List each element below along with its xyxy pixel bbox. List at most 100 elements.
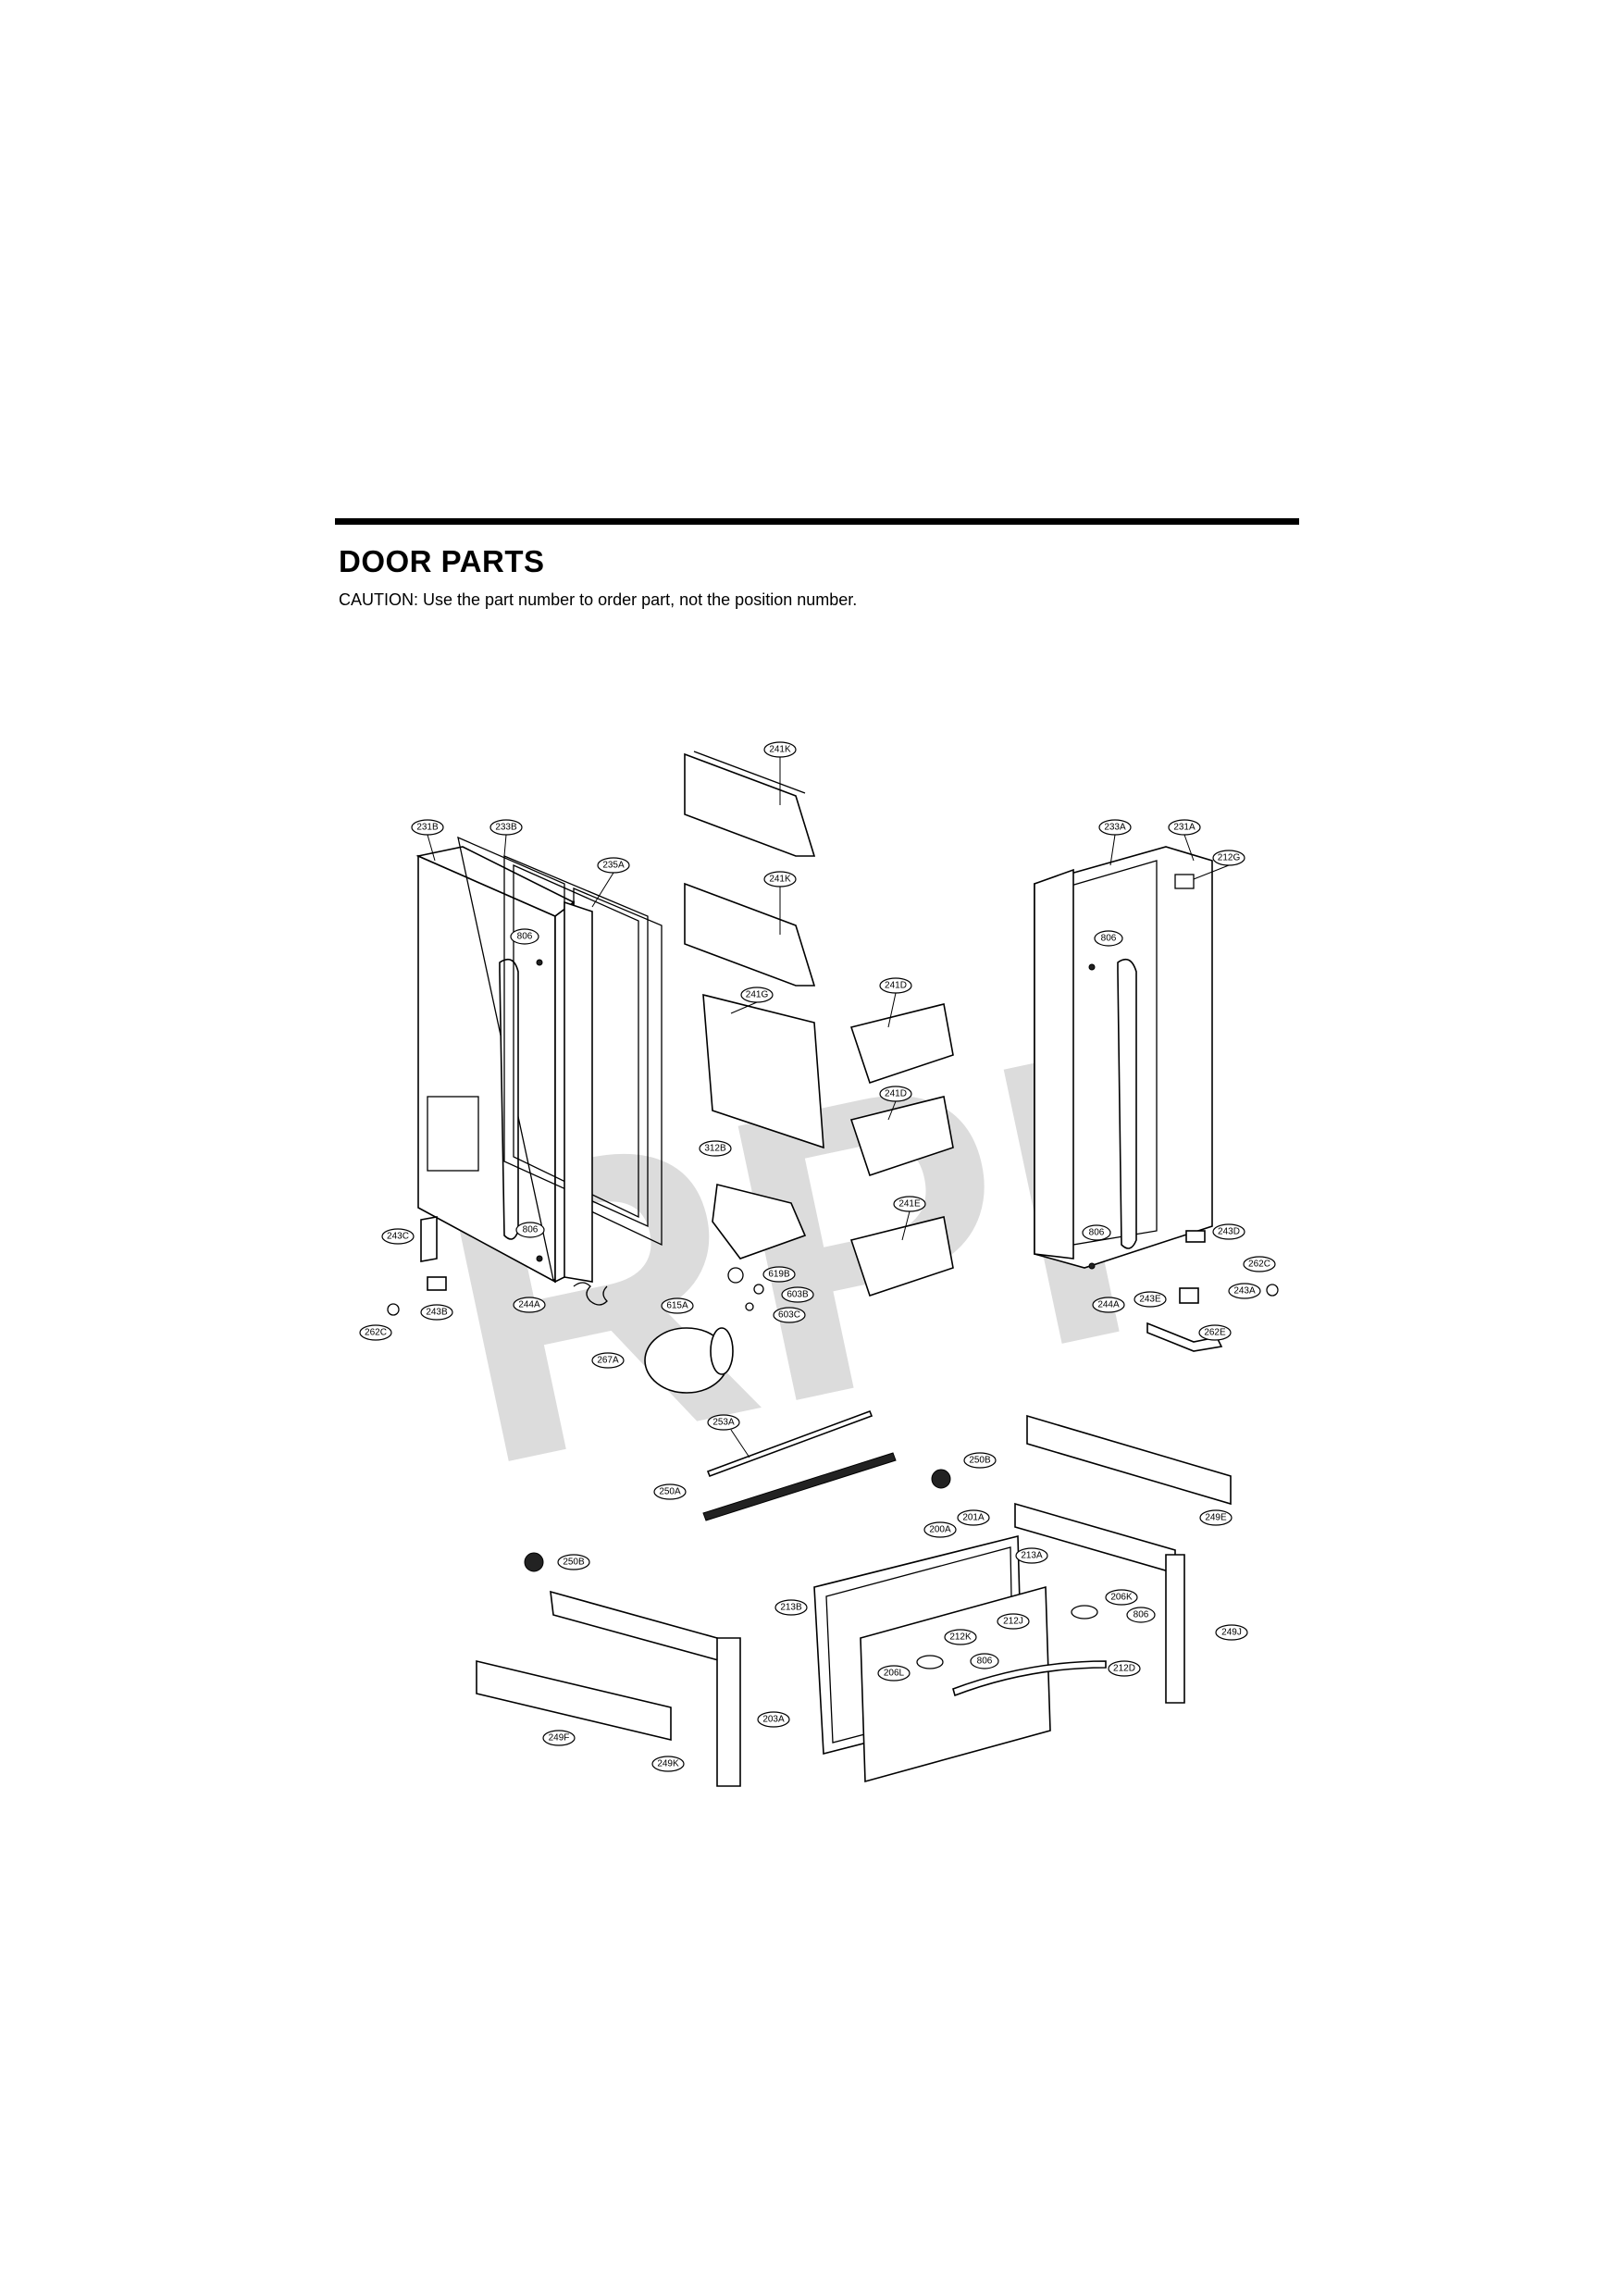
svg-text:241D: 241D <box>885 1089 907 1099</box>
svg-text:241K: 241K <box>769 745 791 755</box>
callout-243C: 243C <box>381 1228 415 1245</box>
svg-text:806: 806 <box>977 1657 993 1667</box>
callout-619B: 619B <box>762 1266 796 1283</box>
drawer-rails <box>524 1409 1232 1572</box>
callout-241E: 241E <box>893 1196 926 1212</box>
svg-text:250A: 250A <box>659 1487 681 1497</box>
callout-615A: 615A <box>661 1297 694 1314</box>
callout-603C: 603C <box>773 1307 806 1323</box>
svg-text:243A: 243A <box>1233 1286 1256 1297</box>
svg-text:806: 806 <box>517 932 533 942</box>
callout-213B: 213B <box>774 1599 808 1616</box>
svg-text:243D: 243D <box>1218 1227 1240 1237</box>
callout-241G: 241G <box>740 987 774 1003</box>
svg-text:250B: 250B <box>969 1456 991 1466</box>
left-hinge-parts <box>387 1216 608 1316</box>
callout-241D-1: 241D <box>879 977 912 994</box>
svg-text:250B: 250B <box>563 1558 585 1568</box>
callout-250B-2: 250B <box>557 1554 590 1570</box>
svg-text:235A: 235A <box>602 861 625 871</box>
svg-text:262C: 262C <box>365 1328 387 1338</box>
callout-212J: 212J <box>997 1613 1030 1630</box>
svg-text:213A: 213A <box>1021 1551 1043 1561</box>
svg-text:213B: 213B <box>780 1603 802 1613</box>
svg-text:806: 806 <box>523 1225 539 1235</box>
svg-text:241K: 241K <box>769 875 791 885</box>
svg-text:206L: 206L <box>884 1669 905 1679</box>
callout-267A: 267A <box>591 1352 625 1369</box>
svg-text:201A: 201A <box>962 1513 985 1523</box>
svg-text:241E: 241E <box>898 1199 921 1210</box>
callout-249E: 249E <box>1199 1509 1233 1526</box>
callout-233B: 233B <box>489 819 523 836</box>
right-door <box>1034 846 1213 1270</box>
svg-text:603B: 603B <box>787 1290 809 1300</box>
callout-262C-2: 262C <box>1243 1256 1276 1272</box>
callout-806-5: 806 <box>1126 1607 1156 1623</box>
svg-text:249E: 249E <box>1205 1513 1227 1523</box>
callout-806-4: 806 <box>1082 1224 1111 1241</box>
callout-241D-2: 241D <box>879 1086 912 1102</box>
callout-243E: 243E <box>1134 1291 1167 1308</box>
callout-200A: 200A <box>923 1521 957 1538</box>
caution-note: CAUTION: Use the part number to order pa… <box>339 590 858 609</box>
svg-text:231A: 231A <box>1173 823 1196 833</box>
svg-text:249K: 249K <box>657 1759 679 1769</box>
callout-603B: 603B <box>781 1286 814 1303</box>
callout-203A: 203A <box>757 1711 790 1728</box>
svg-text:241G: 241G <box>746 990 769 1000</box>
callout-244A-2: 244A <box>1092 1297 1125 1313</box>
svg-text:615A: 615A <box>666 1301 688 1311</box>
page-title: DOOR PARTS <box>339 544 545 578</box>
svg-text:241D: 241D <box>885 981 907 991</box>
callout-262E: 262E <box>1198 1324 1232 1341</box>
callout-233A: 233A <box>1098 819 1132 836</box>
callout-241K-2: 241K <box>763 871 797 887</box>
callout-201A: 201A <box>957 1509 990 1526</box>
callout-206K: 206K <box>1105 1589 1138 1606</box>
svg-text:206K: 206K <box>1110 1593 1133 1603</box>
svg-text:212J: 212J <box>1003 1617 1023 1627</box>
svg-text:233B: 233B <box>495 823 517 833</box>
callout-243D: 243D <box>1212 1223 1245 1240</box>
svg-text:203A: 203A <box>762 1715 785 1725</box>
callout-243B: 243B <box>420 1304 453 1321</box>
callout-249K: 249K <box>651 1756 685 1772</box>
freezer-drawer <box>813 1534 1107 1783</box>
svg-text:243E: 243E <box>1139 1295 1161 1305</box>
svg-text:267A: 267A <box>597 1356 619 1366</box>
callout-806-3: 806 <box>1094 930 1123 947</box>
callout-312B: 312B <box>699 1140 732 1157</box>
svg-text:262E: 262E <box>1204 1328 1226 1338</box>
right-hinge-parts <box>1146 1230 1279 1352</box>
callout-249F: 249F <box>542 1730 576 1746</box>
callout-231B: 231B <box>411 819 444 836</box>
callout-250A: 250A <box>653 1483 687 1500</box>
svg-text:243B: 243B <box>426 1308 448 1318</box>
left-door <box>415 836 576 1284</box>
callout-213A: 213A <box>1015 1547 1048 1564</box>
callout-253A: 253A <box>707 1414 740 1431</box>
svg-text:212K: 212K <box>949 1632 972 1643</box>
svg-text:243C: 243C <box>387 1232 409 1242</box>
svg-text:244A: 244A <box>518 1300 540 1310</box>
callout-212K: 212K <box>944 1629 977 1645</box>
header-rule <box>335 518 1299 525</box>
callout-806-6: 806 <box>970 1653 999 1669</box>
svg-text:233A: 233A <box>1104 823 1126 833</box>
svg-text:244A: 244A <box>1097 1300 1120 1310</box>
svg-text:231B: 231B <box>416 823 439 833</box>
svg-text:249J: 249J <box>1221 1628 1242 1638</box>
callout-212G: 212G <box>1212 850 1245 866</box>
svg-text:806: 806 <box>1134 1610 1149 1620</box>
svg-text:253A: 253A <box>712 1418 735 1428</box>
svg-text:603C: 603C <box>778 1310 800 1321</box>
callout-250B-1: 250B <box>963 1452 997 1469</box>
svg-text:212G: 212G <box>1218 853 1241 863</box>
callout-241K-1: 241K <box>763 741 797 758</box>
svg-text:806: 806 <box>1101 934 1117 944</box>
callout-262C-1: 262C <box>359 1324 392 1341</box>
left-door-gasket <box>503 855 663 1283</box>
svg-text:212D: 212D <box>1113 1664 1135 1674</box>
